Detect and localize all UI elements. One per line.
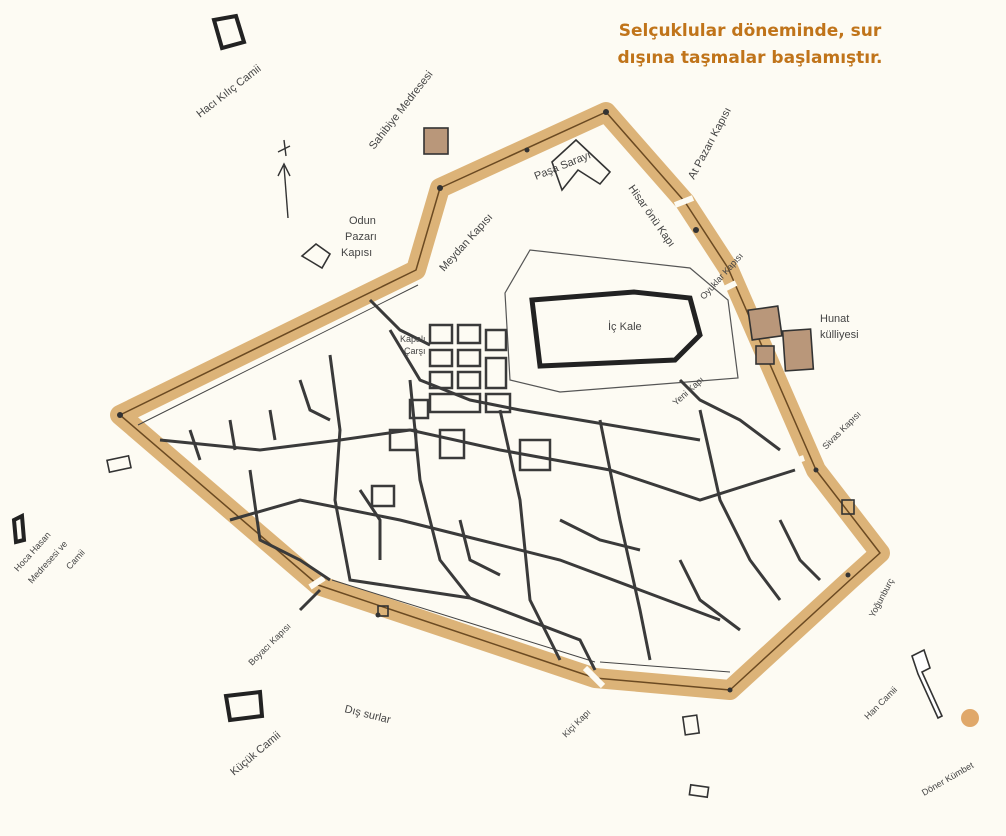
pasa-sarayi-building [551,138,612,192]
haci-kilic-camii-building [211,13,247,51]
city-blocks [370,398,552,508]
label-kici-kapi: Kiçi Kapı [560,707,592,739]
han-camii-building [911,648,944,720]
ic-kale-outer-ring [504,249,739,393]
label-kucuk-camii: Küçük Camii [228,729,283,778]
label-camii: Camii [64,548,87,572]
hoca-hasan-building [11,512,27,545]
doner-kumbet-marker [961,709,979,727]
label-yeni-kapi: Yeni Kapı [671,374,706,407]
label-sivas-kapisi: Sivas Kapısı [820,409,862,451]
outside-small-buildings [106,127,944,799]
inner-city-boundary [137,284,731,673]
label-kapisi: Kapısı [341,247,372,259]
label-kapali: Kapalı [400,334,426,344]
label-carsi: Çarşı [404,346,426,356]
kucuk-camii-building [223,689,265,723]
label-han-camii: Han Camii [862,685,899,722]
label-doner-kumbet: Döner Kümbet [920,760,976,798]
outer-city-wall [110,102,890,700]
label-dis-surlar: Dış surlar [343,703,392,726]
label-haci-kilic-camii: Hacı Kılıç Camii [194,63,263,121]
ic-kale-walls [529,289,703,369]
wall-towers [117,109,851,693]
outside-buildings [11,13,265,723]
label-pazari: Pazarı [345,231,377,243]
label-boyaci-kapisi: Boyacı Kapısı [246,621,292,667]
label-yogunburc: Yoğunburç [867,576,896,619]
label-kulliyesi: külliyesi [820,329,859,341]
label-odun: Odun [349,215,376,227]
label-ic-kale: İç Kale [608,320,642,333]
odun-pazari-kapisi-building [300,242,332,270]
caption-line-1: Selçuklular döneminde, sur [618,21,882,41]
caption-line-2: dışına taşmalar başlamıştır. [617,48,883,68]
north-arrow-icon [277,139,291,219]
map-caption: Selçuklular döneminde, sur dışına taşmal… [520,18,980,72]
label-meydan-kapisi: Meydan Kapısı [437,211,495,274]
label-hunat: Hunat [820,313,849,325]
kapali-carsi-grid [428,323,512,414]
label-pasa-sarayi: Paşa Sarayı [533,149,593,183]
label-at-pazari-kapisi: At Pazarı Kapısı [686,106,734,182]
outer-city-wall-outline [119,111,881,691]
wall-gates [308,195,805,689]
